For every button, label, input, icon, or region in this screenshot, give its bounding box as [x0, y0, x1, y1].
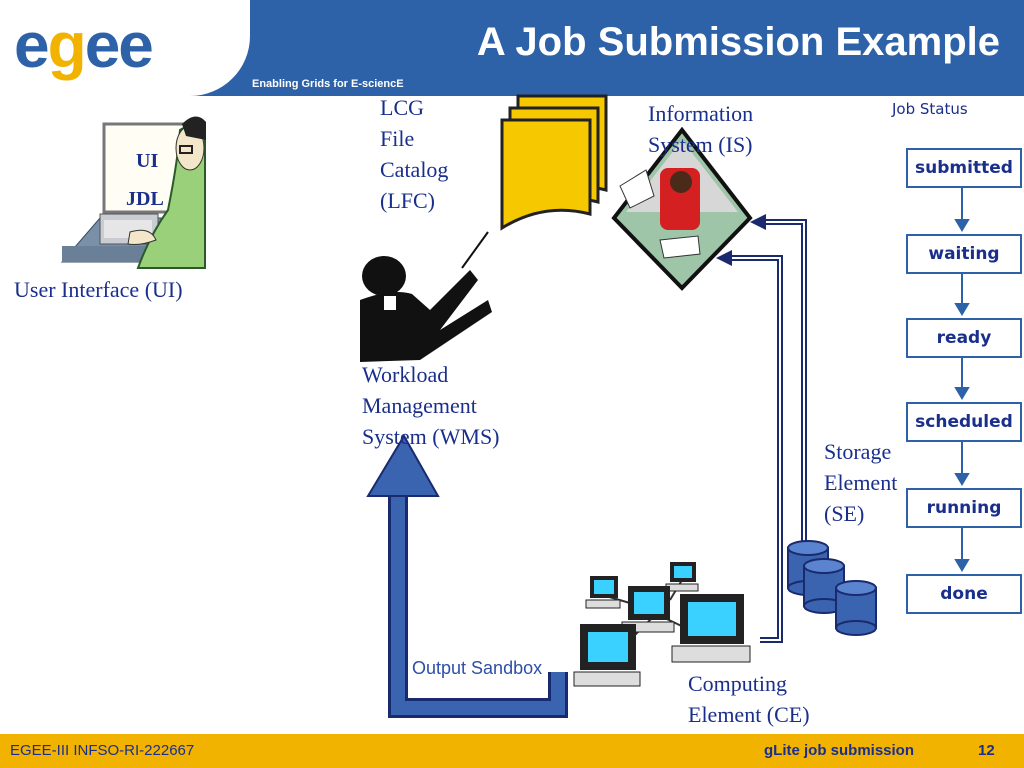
wms-label: Workload Management System (WMS): [362, 362, 500, 449]
information-system-label: Information System (IS): [648, 101, 754, 157]
state-submitted: submitted: [906, 148, 1022, 188]
computing-element-icon: [573, 562, 751, 687]
information-system-icon: [611, 126, 753, 291]
footer-project-id: EGEE-III INFSO-RI-222667: [10, 742, 195, 759]
workload-management-icon: [360, 231, 492, 362]
ui-screen-label: UI: [136, 150, 159, 172]
lfc-label: LCG File Catalog (LFC): [380, 95, 449, 213]
output-sandbox-label: Output Sandbox: [410, 658, 545, 679]
slide-title: A Job Submission Example: [476, 20, 1000, 64]
storage-element-label: Storage Element (SE): [824, 439, 898, 526]
state-ready: ready: [906, 318, 1022, 358]
ui-computer-icon: [60, 116, 206, 269]
job-status-arrows: [954, 188, 970, 572]
tagline: Enabling Grids for E-sciencE: [252, 78, 404, 90]
diagram-canvas: [60, 94, 970, 718]
state-done: done: [906, 574, 1022, 614]
job-status-title: Job Status: [892, 100, 968, 118]
user-interface-label: User Interface (UI): [14, 277, 183, 302]
egee-logo: egee: [14, 9, 154, 81]
footer-bar: [0, 734, 1024, 768]
state-running: running: [906, 488, 1022, 528]
page-number: 12: [978, 742, 995, 759]
output-sandbox-arrow: [366, 434, 568, 718]
file-catalog-icon: [500, 94, 608, 231]
jdl-screen-label: JDL: [126, 188, 164, 210]
footer-section-title: gLite job submission: [764, 742, 915, 759]
logo-background: [0, 0, 250, 96]
computing-element-label: Computing Element (CE): [688, 671, 810, 727]
state-scheduled: scheduled: [906, 402, 1022, 442]
storage-element-icon: [787, 540, 877, 636]
state-waiting: waiting: [906, 234, 1022, 274]
